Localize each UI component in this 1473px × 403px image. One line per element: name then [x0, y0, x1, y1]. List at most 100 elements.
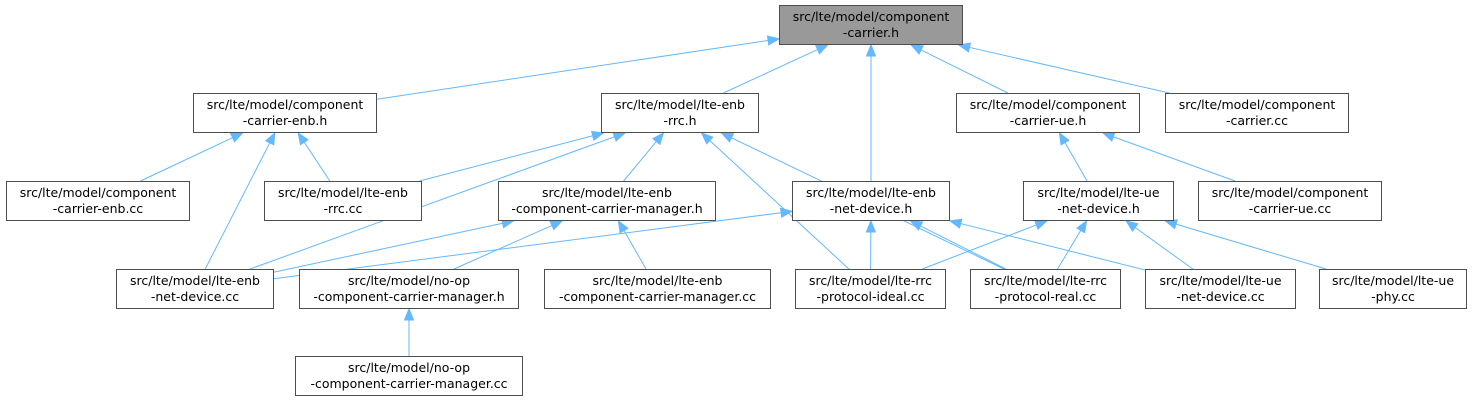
node-component-carrier-ue-h[interactable]: src/lte/model/component -carrier-ue.h	[956, 93, 1140, 133]
node-label-line2: -rrc.h	[663, 113, 697, 128]
node-label-line1: src/lte/model/lte-ue	[1331, 273, 1455, 288]
edge-arrowhead	[700, 132, 714, 145]
edge-enb_ccm_h-to-enb_rrc_h	[623, 131, 665, 182]
node-no-op-component-carrier-manager-h[interactable]: src/lte/model/no-op -component-carrier-m…	[299, 269, 519, 309]
node-label-line2: -net-device.cc	[1176, 289, 1265, 304]
edge-line	[1057, 230, 1082, 270]
edge-enb_rrc_h-to-root	[723, 44, 829, 94]
edge-arrowhead	[297, 131, 309, 146]
node-label-line1: src/lte/model/component	[1211, 185, 1369, 200]
edge-enb_netdev_h-to-root	[865, 43, 877, 181]
edge-line	[623, 230, 647, 270]
edge-line	[376, 39, 769, 100]
edge-noop_ccm_cc-to-noop_ccm_h	[403, 307, 415, 356]
node-label-line2: -component-carrier-manager.h	[511, 201, 703, 216]
node-component-carrier-enb-h[interactable]: src/lte/model/component -carrier-enb.h	[193, 93, 377, 133]
edge-line	[204, 142, 271, 270]
edge-arrowhead	[910, 44, 924, 55]
node-lte-enb-component-carrier-manager-h[interactable]: src/lte/model/lte-enb -component-carrier…	[498, 181, 716, 221]
edge-arrowhead	[909, 220, 924, 231]
edge-arrowhead	[1076, 219, 1088, 234]
node-label-line1: src/lte/model/lte-rrc	[808, 273, 933, 288]
node-label-line2: -component-carrier-manager.h	[313, 289, 505, 304]
node-label-line2: -component-carrier-manager.cc	[558, 289, 757, 304]
edge-arrowhead	[590, 130, 605, 141]
node-lte-enb-net-device-h[interactable]: src/lte/model/lte-enb -net-device.h	[792, 181, 950, 221]
node-label-line1: src/lte/model/component	[792, 9, 950, 24]
edge-cc_enb_cc-to-cc_enb_h	[140, 132, 244, 182]
edge-arrowhead	[264, 131, 276, 146]
node-lte-enb-net-device-cc[interactable]: src/lte/model/lte-enb -net-device.cc	[116, 269, 274, 309]
node-label-line1: src/lte/model/lte-enb	[130, 273, 260, 288]
node-label-line1: src/lte/model/lte-rrc	[983, 273, 1108, 288]
edge-line	[273, 222, 503, 273]
edge-rrc_ideal_cc-to-enb_rrc_h	[700, 132, 850, 270]
edge-arrowhead	[1101, 132, 1116, 142]
edge-line	[723, 49, 818, 94]
edge-line	[709, 140, 850, 270]
edge-line	[920, 225, 1007, 270]
node-no-op-component-carrier-manager-cc[interactable]: src/lte/model/no-op -component-carrier-m…	[295, 356, 523, 396]
edge-arrowhead	[652, 131, 665, 146]
node-label-line2: -phy.cc	[1371, 289, 1415, 304]
node-lte-enb-rrc-cc[interactable]: src/lte/model/lte-enb -rrc.cc	[264, 181, 422, 221]
node-component-carrier-h: src/lte/model/component -carrier.h	[779, 5, 963, 45]
node-label-line1: src/lte/model/lte-enb	[615, 97, 745, 112]
node-lte-enb-component-carrier-manager-cc[interactable]: src/lte/model/lte-enb -component-carrier…	[544, 269, 771, 309]
edge-arrowhead	[229, 132, 244, 143]
node-component-carrier-ue-cc[interactable]: src/lte/model/component -carrier-ue.cc	[1198, 181, 1382, 221]
edge-cc_cc-to-root	[957, 42, 1170, 94]
node-lte-enb-rrc-h[interactable]: src/lte/model/lte-enb -rrc.h	[601, 93, 759, 133]
node-lte-ue-phy-cc[interactable]: src/lte/model/lte-ue -phy.cc	[1319, 269, 1467, 309]
edge-ue_phy_cc-to-ue_netdev_h	[1164, 219, 1327, 270]
edge-arrowhead	[766, 35, 781, 46]
node-label-line1: src/lte/model/component	[19, 185, 177, 200]
node-label-line2: -protocol-real.cc	[994, 289, 1097, 304]
node-label-line2: -carrier.cc	[1226, 113, 1288, 128]
edge-enb_ccm_cc-to-enb_ccm_h	[617, 219, 647, 270]
edge-enb_netdev_cc-to-cc_enb_h	[204, 131, 276, 270]
edge-rrc_ideal_cc-to-ue_netdev_h	[922, 220, 1048, 270]
node-component-carrier-enb-cc[interactable]: src/lte/model/component -carrier-enb.cc	[6, 181, 190, 221]
edge-arrowhead	[1164, 219, 1178, 230]
node-label-line1: src/lte/model/lte-enb	[592, 273, 723, 288]
edge-enb_netdev_cc-to-enb_netdev_h	[273, 207, 794, 280]
node-label-line1: src/lte/model/no-op	[348, 273, 470, 288]
edge-line	[960, 223, 1146, 271]
node-label-line2: -carrier-ue.cc	[1248, 201, 1332, 216]
node-label-line2: -carrier.h	[842, 25, 900, 40]
edge-rrc_real_cc-to-ue_netdev_h	[1057, 219, 1088, 270]
edge-line	[1064, 142, 1088, 182]
node-lte-rrc-protocol-real-cc[interactable]: src/lte/model/lte-rrc -protocol-real.cc	[970, 269, 1121, 309]
node-lte-ue-net-device-h[interactable]: src/lte/model/lte-ue -net-device.h	[1023, 181, 1174, 221]
node-label-line2: -rrc.cc	[323, 201, 363, 216]
edge-rrc_ideal_cc-to-enb_netdev_h	[865, 219, 877, 270]
edge-arrowhead	[403, 307, 415, 321]
node-label-line1: src/lte/model/lte-enb	[542, 185, 672, 200]
node-label-line2: -net-device.h	[829, 201, 913, 216]
node-label-line1: src/lte/model/lte-ue	[1159, 273, 1282, 288]
edge-arrowhead	[814, 44, 829, 55]
edge-arrowhead	[865, 43, 877, 57]
edge-line	[453, 225, 553, 270]
edge-arrowhead	[612, 131, 627, 142]
edge-line	[1134, 227, 1194, 270]
edge-arrowhead	[617, 219, 629, 234]
edge-enb_rrc_cc-to-cc_enb_h	[297, 131, 331, 182]
node-label-line2: -net-device.h	[1057, 201, 1140, 216]
node-lte-ue-net-device-cc[interactable]: src/lte/model/lte-ue -net-device.cc	[1145, 269, 1296, 309]
edge-ue_netdev_h-to-cc_ue_h	[1058, 131, 1088, 182]
edge-arrowhead	[1058, 131, 1070, 146]
edge-line	[969, 46, 1170, 94]
node-component-carrier-cc[interactable]: src/lte/model/component -carrier.cc	[1165, 93, 1349, 133]
edge-line	[922, 224, 1037, 270]
edge-line	[419, 135, 593, 182]
node-label-line1: src/lte/model/lte-ue	[1037, 185, 1160, 200]
node-lte-rrc-protocol-ideal-cc[interactable]: src/lte/model/lte-rrc -protocol-ideal.cc	[795, 269, 946, 309]
edge-line	[303, 141, 331, 182]
edge-line	[1113, 136, 1236, 182]
node-label-line1: src/lte/model/no-op	[348, 360, 470, 375]
edge-cc_ue_cc-to-cc_ue_h	[1101, 132, 1236, 182]
